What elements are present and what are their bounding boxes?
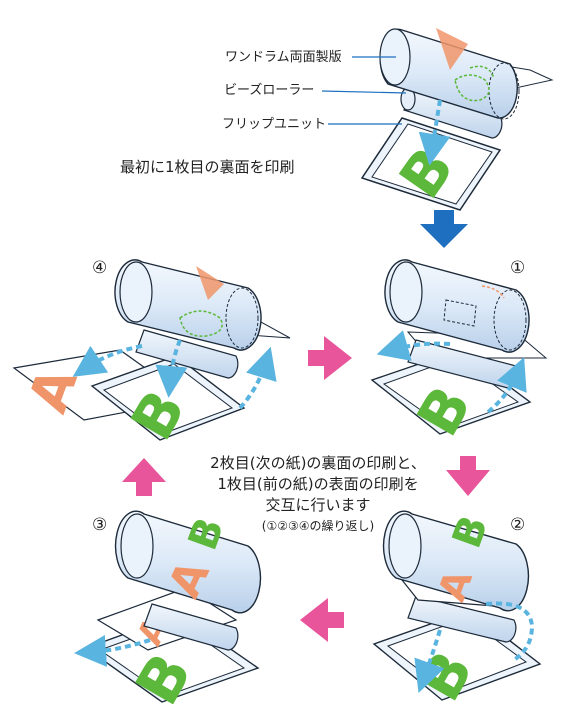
step2-arrow-down xyxy=(414,629,445,694)
step4-drum xyxy=(114,259,262,351)
roller-leader-line xyxy=(321,90,407,94)
step1-drum xyxy=(384,259,530,353)
caption-line-3: 交互に行います xyxy=(265,496,370,514)
step3-arrow xyxy=(74,634,151,667)
step2-drum: B A xyxy=(382,510,530,612)
step-3-number: ③ xyxy=(92,515,107,535)
pink-arrow-right xyxy=(308,336,352,380)
label-roller: ビーズローラー xyxy=(224,82,314,98)
step4-arrow-left xyxy=(72,344,143,377)
step1-arrow-left xyxy=(376,330,451,361)
step1-arrow-up xyxy=(486,357,527,414)
label-drum: ワンドラム両面製版 xyxy=(225,50,342,65)
step-2-illustration: ② B B A xyxy=(372,510,542,704)
step3-roller xyxy=(143,603,239,651)
label-flip: フリップユニット xyxy=(222,117,326,132)
paper-path-arrow xyxy=(418,99,451,166)
step4-roller xyxy=(135,329,239,379)
step-1-number: ① xyxy=(510,258,525,278)
pink-arrow-left xyxy=(300,598,344,642)
step2-arrow-curve xyxy=(485,601,535,662)
top-illustration: B ワンドラム両面製版 ビーズローラー フリップユニット 最初に1枚目の裏面を印… xyxy=(120,28,554,211)
pink-arrow-down xyxy=(446,456,490,496)
step-1-illustration: ① B xyxy=(370,258,548,447)
caption-line-2: 1枚目(前の紙)の表面の印刷を xyxy=(217,475,418,493)
caption-line-1: 2枚目(次の紙)の裏面の印刷と、 xyxy=(210,454,426,472)
step3-drum: B A xyxy=(114,510,262,614)
step4-arrow-up xyxy=(238,346,277,410)
pink-arrow-up xyxy=(122,458,166,496)
step-3-illustration: ③ B A B A xyxy=(74,510,262,704)
step2-roller xyxy=(407,595,517,643)
center-caption: 2枚目(次の紙)の裏面の印刷と、 1枚目(前の紙)の表面の印刷を 交互に行います… xyxy=(210,454,426,533)
blue-down-arrow xyxy=(420,210,468,248)
step-4-illustration: ④ A B xyxy=(12,258,291,451)
step-2-number: ② xyxy=(510,515,525,535)
step4-arrow-down xyxy=(155,339,188,398)
caption-line-4: (①②③④の繰り返し) xyxy=(262,519,374,533)
step-4-number: ④ xyxy=(92,258,107,278)
label-first-print: 最初に1枚目の裏面を印刷 xyxy=(120,158,295,176)
